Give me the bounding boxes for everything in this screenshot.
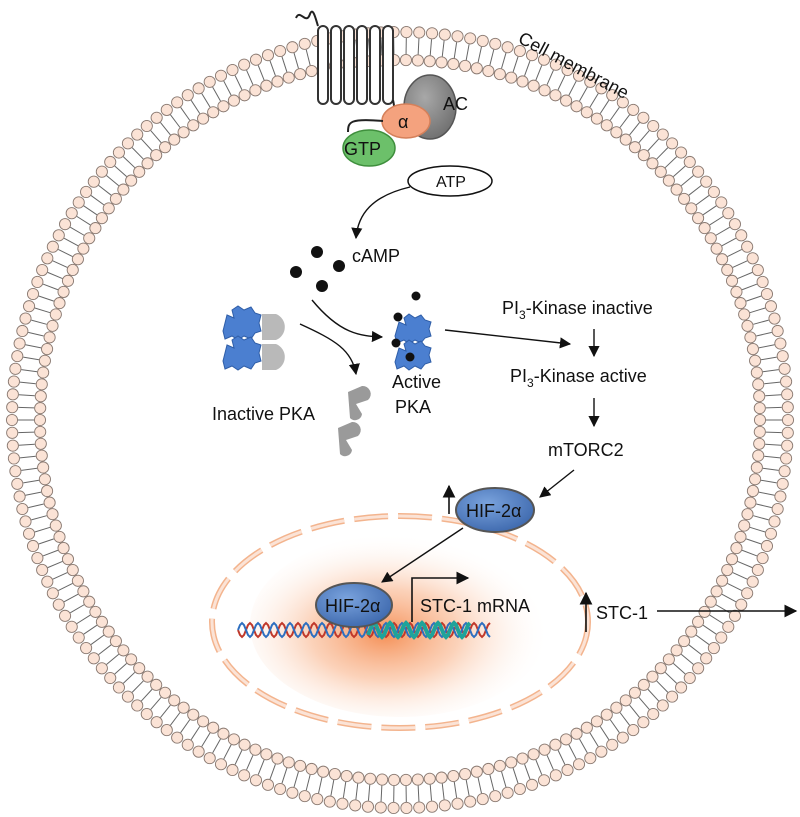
arrow-mtorc2-to-hif: [539, 469, 575, 498]
arrow-subunit-release: [299, 323, 360, 376]
gtp-molecule: [342, 129, 396, 167]
nucleus: [209, 513, 591, 731]
active-pka: [391, 291, 432, 371]
hif2a-cytoplasm-label: HIF-2α: [466, 501, 521, 521]
stc1-label: STC-1: [596, 603, 648, 623]
gpcr-receptor: [295, 10, 401, 121]
arrow-atp-to-camp: [351, 186, 411, 240]
ac-label: AC: [443, 94, 468, 114]
transcription-start-arrow: [411, 571, 470, 622]
g-protein-complex: AC α GTP: [342, 74, 468, 167]
inactive-pka: [222, 305, 285, 371]
gtp-label: GTP: [344, 139, 381, 159]
atp-label: ATP: [436, 174, 466, 191]
camp-label: cAMP: [352, 246, 400, 266]
alpha-label: α: [398, 112, 408, 132]
atp-node: [407, 165, 493, 197]
camp-molecules: [290, 246, 345, 292]
mtorc2-label: mTORC2: [548, 440, 624, 460]
stc1-mrna-label: STC-1 mRNA: [420, 596, 530, 616]
released-regulatory-subunits: [338, 385, 371, 457]
pi3k-active-label: PI3-Kinase active: [510, 366, 647, 390]
arrow-hif-to-nucleus: [381, 527, 464, 583]
arrow-pka-to-pi3k: [444, 329, 572, 349]
hif2a-nucleus-label: HIF-2α: [325, 596, 380, 616]
active-pka-label-line2: PKA: [395, 397, 431, 417]
inactive-pka-label: Inactive PKA: [212, 404, 315, 424]
pi3k-inactive-label: PI3-Kinase inactive: [502, 298, 653, 322]
active-pka-label-line1: Active: [392, 372, 441, 392]
hif2a-nucleus: [315, 582, 393, 628]
hif2a-cytoplasm: [455, 487, 535, 533]
arrow-pka-activation: [311, 299, 384, 343]
